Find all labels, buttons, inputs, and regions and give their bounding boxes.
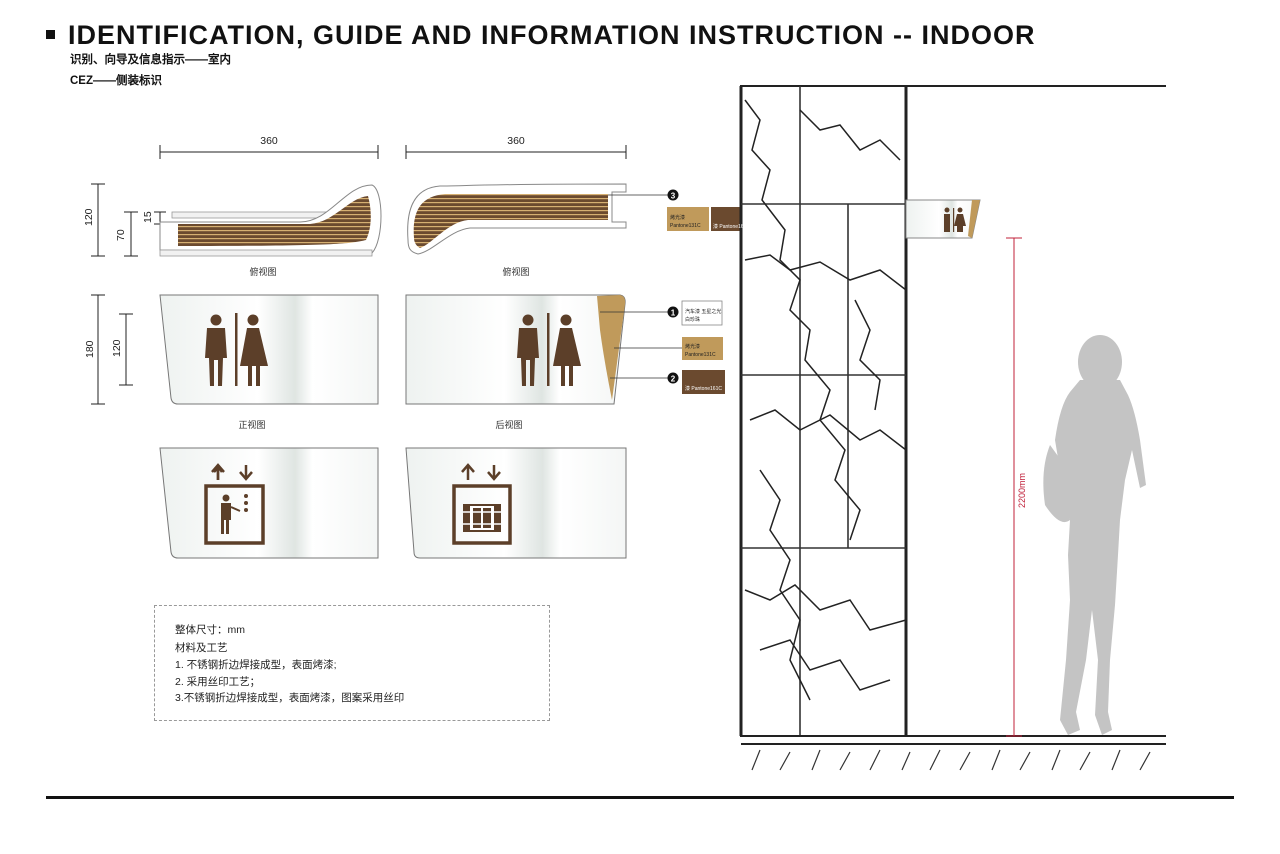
restroom-icon-front [205, 313, 268, 386]
swatch-d-text: 漆 Pantone161C [685, 385, 722, 392]
callout-markers [667, 189, 679, 384]
page-title: IDENTIFICATION, GUIDE AND INFORMATION IN… [68, 20, 1036, 50]
mounted-sign [905, 199, 981, 239]
restroom-icon-back [517, 313, 581, 386]
back-view-elevator-sign [405, 447, 627, 559]
callout-3: 3 [671, 192, 676, 201]
page-subtitle: 识别、向导及信息指示——室内 [70, 54, 231, 66]
callout-2: 2 [671, 375, 676, 384]
mount-height-dimension [1006, 237, 1022, 737]
dim-height-120b: 120 [111, 339, 123, 357]
dim-height-180: 180 [84, 340, 96, 358]
dim-height-70: 70 [115, 229, 127, 241]
swatch-c-line1: 烤光漆 [685, 343, 700, 350]
swatch-c-line2: Pantone131C [685, 352, 716, 358]
elevator-icon-back [452, 463, 512, 545]
width-dimension-a [159, 145, 379, 159]
back-view-restroom-sign [405, 294, 626, 405]
top-view-sign-b [407, 183, 627, 255]
dim-height-15: 15 [142, 211, 154, 223]
top-view-sign-a [159, 184, 382, 257]
front-view-restroom-sign [159, 294, 379, 405]
swatch-white-line2: 白珍珠 [685, 316, 700, 323]
note-material: 材料及工艺 [175, 642, 228, 654]
title-bullet [46, 30, 55, 39]
front-view-elevator-sign [159, 447, 379, 559]
callout-leaders [600, 194, 682, 379]
height-dimension-top [91, 183, 166, 257]
swatch-gold [682, 337, 723, 360]
dim-width-a: 360 [260, 135, 278, 147]
swatch-a-line2: Pantone131C [670, 223, 701, 229]
label-front-view: 正视图 [238, 419, 265, 430]
width-dimension-b [405, 145, 627, 159]
swatch-b-text: 漆 Pantone161C [713, 223, 750, 230]
notes-box: 整体尺寸：mm 材料及工艺 1. 不锈钢折边焊接成型，表面烤漆; 2. 采用丝印… [154, 605, 550, 721]
human-silhouette [1043, 335, 1146, 735]
note-item-1: 1. 不锈钢折边焊接成型，表面烤漆; [175, 659, 337, 671]
note-item-3: 3.不锈钢折边焊接成型，表面烤漆，图案采用丝印 [175, 692, 405, 704]
label-top-view: 俯视图 [249, 266, 276, 277]
note-item-2: 2. 采用丝印工艺； [175, 676, 261, 688]
note-size: 整体尺寸：mm [175, 624, 245, 636]
sign-code: CEZ——侧装标识 [70, 75, 162, 87]
elevator-icon-front [204, 463, 265, 545]
wall-elevation [739, 85, 1166, 771]
dim-height-120: 120 [83, 208, 95, 226]
swatch-brown [682, 370, 725, 394]
swatch-a-line1: 烤光漆 [670, 214, 685, 221]
label-back-view: 后视图 [495, 419, 522, 430]
height-dimension-front [91, 294, 133, 405]
dim-mount-height: 2200mm [1017, 473, 1027, 508]
bottom-rule [46, 796, 1234, 799]
label-top-view-2: 俯视图 [502, 266, 529, 277]
swatch-white [681, 300, 723, 326]
swatch-gold-top [667, 207, 709, 231]
callout-1: 1 [671, 309, 676, 318]
dim-width-b: 360 [507, 135, 525, 147]
swatch-white-line1: 汽车漆 五星之光 [685, 308, 721, 315]
